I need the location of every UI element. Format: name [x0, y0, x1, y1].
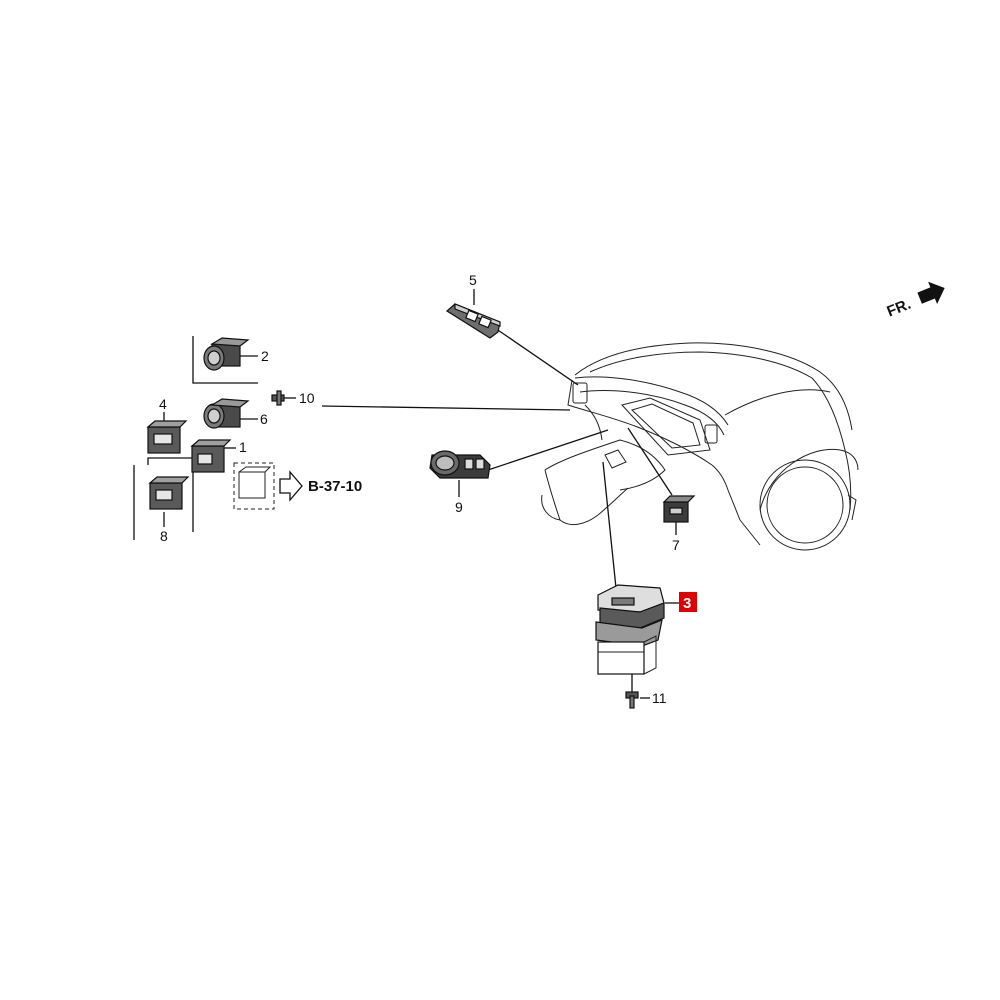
reference-part-dashed: [233, 462, 275, 510]
part-3-switch-assembly: [595, 584, 665, 675]
vehicle-outline: [541, 342, 859, 551]
callout-labels: 5 2 10 4 6 1 9 8 7 11 3: [159, 272, 697, 706]
part-6-round-switch: [203, 398, 250, 429]
front-direction-indicator: FR.: [885, 281, 945, 321]
callout-7: 7: [672, 537, 680, 553]
callout-2: 2: [261, 348, 269, 364]
part-9-rotary-switch: [429, 450, 491, 479]
part-2-round-switch: [203, 337, 250, 371]
callout-3: 3: [683, 595, 691, 612]
reference-arrow: [279, 470, 303, 502]
callout-9: 9: [455, 499, 463, 515]
part-8-switch: [148, 476, 190, 510]
leader-lines: [133, 289, 680, 699]
callout-4: 4: [159, 396, 167, 412]
callout-8: 8: [160, 528, 168, 544]
callout-11: 11: [652, 690, 667, 706]
callout-6: 6: [260, 411, 268, 427]
front-arrow-icon: [917, 281, 945, 305]
part-7-switch: [662, 495, 696, 523]
callout-10: 10: [299, 390, 315, 406]
part-10-bolt: [271, 390, 285, 406]
reference-label: B-37-10: [308, 478, 362, 495]
callout-3-highlight: [679, 592, 697, 612]
part-4-square-switch: [146, 420, 188, 454]
front-direction-label: FR.: [885, 296, 914, 321]
callout-5: 5: [469, 272, 477, 288]
part-11-screw: [625, 691, 639, 709]
part-5-switch-panel: [445, 303, 501, 339]
part-1-square-switch: [190, 439, 232, 473]
callout-1: 1: [239, 439, 247, 455]
